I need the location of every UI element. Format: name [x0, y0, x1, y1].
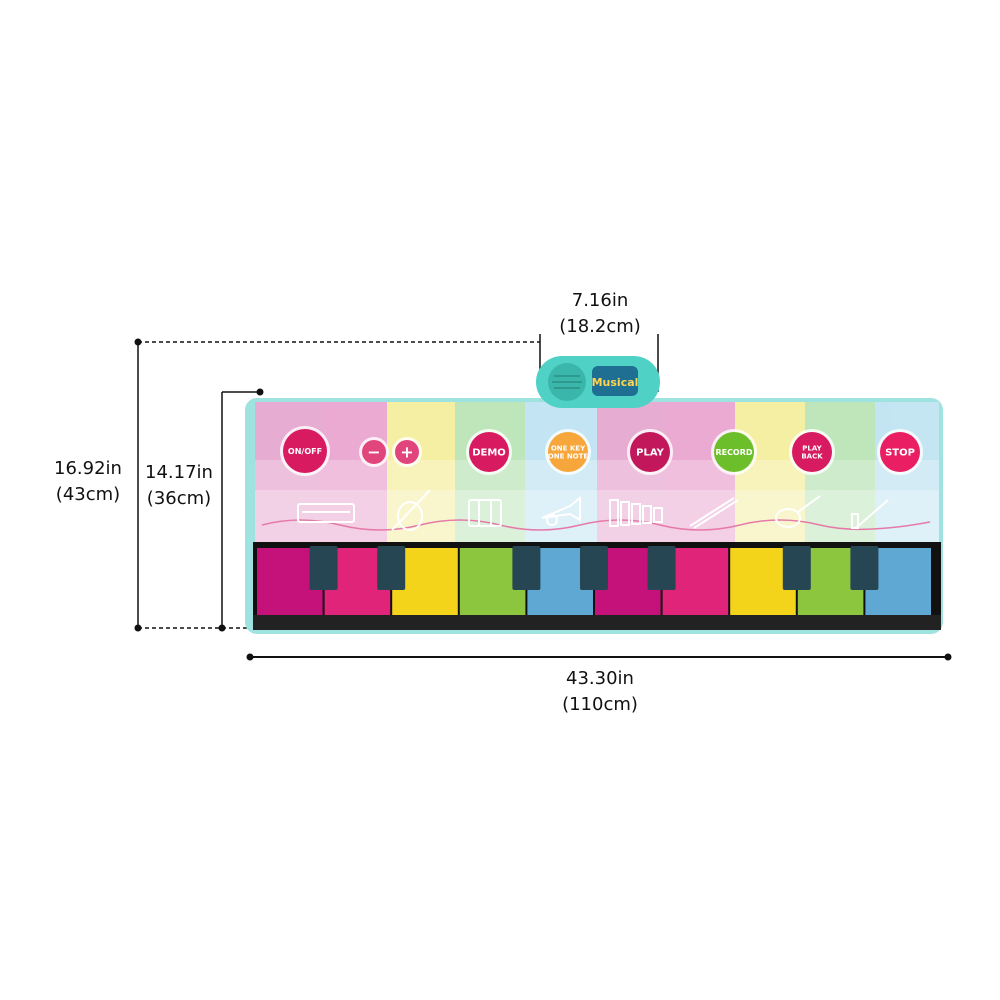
- black-key-6: [782, 546, 811, 590]
- width-label: 43.30in (110cm): [510, 666, 690, 718]
- mat-button-label: +: [400, 443, 413, 462]
- control-width-label: 7.16in (18.2cm): [520, 288, 680, 340]
- black-key-2: [377, 546, 406, 590]
- mat-button-label: PLAY: [636, 448, 664, 459]
- mat-button-label: RECORD: [715, 448, 752, 457]
- mat-button-2: −: [359, 437, 389, 467]
- mat-button-label: −: [367, 443, 380, 462]
- mat-button-9: STOP: [877, 429, 923, 475]
- mat-button-3: +: [392, 437, 422, 467]
- black-key-1: [309, 546, 338, 590]
- flute-icon: [689, 497, 739, 529]
- keyboard-bottom-strip: [253, 615, 941, 630]
- black-key-3: [512, 546, 541, 590]
- violin-icon: [391, 489, 431, 531]
- total-height-in: 16.92in: [54, 458, 122, 479]
- mat-button-7: RECORD: [711, 429, 757, 475]
- control-logo-bg: [592, 366, 638, 396]
- mat-button-label: ONE KEY: [551, 445, 586, 453]
- black-key-4: [580, 546, 608, 590]
- keyboard-icon: [297, 503, 355, 523]
- mat-button-label: DEMO: [472, 448, 506, 459]
- keyboard-keys: [257, 546, 931, 616]
- trumpet-icon: [541, 495, 581, 526]
- mat-button-label: BACK: [801, 452, 823, 460]
- mat-button-1: ON/OFF: [280, 426, 330, 476]
- mat-height-label: 14.17in (36cm): [138, 460, 220, 512]
- mat-height-cm: (36cm): [146, 488, 212, 509]
- mat-button-label: STOP: [885, 448, 915, 459]
- mat-height-in: 14.17in: [145, 462, 213, 483]
- mat-button-6: PLAY: [627, 429, 673, 475]
- mat-button-label: PLAY: [802, 445, 822, 453]
- accordion-icon: [468, 499, 502, 527]
- black-key-7: [850, 546, 879, 590]
- music-staff-wave: [261, 519, 931, 531]
- instrument-icons: [297, 489, 889, 531]
- mat-button-label: ON/OFF: [288, 447, 322, 456]
- total-height-cm: (43cm): [55, 484, 121, 505]
- control-width-in: 7.16in: [571, 290, 629, 311]
- control-logo: Musical: [592, 376, 639, 389]
- control-width-cm: (18.2cm): [559, 316, 641, 337]
- mat-grid-fade: [255, 460, 939, 542]
- speaker-lines: [552, 375, 582, 389]
- width-cm: (110cm): [562, 694, 638, 715]
- mat-button-4: DEMO: [466, 429, 512, 475]
- guitar-icon: [775, 495, 821, 528]
- mat-button-label: ONE NOTE: [548, 452, 589, 460]
- xylophone-icon: [609, 499, 663, 527]
- dimension-dots: [134, 338, 952, 661]
- total-height-label: 16.92in (43cm): [40, 456, 136, 508]
- width-in: 43.30in: [566, 668, 634, 689]
- black-key-5: [647, 546, 676, 590]
- drumstick-icon: [851, 499, 889, 529]
